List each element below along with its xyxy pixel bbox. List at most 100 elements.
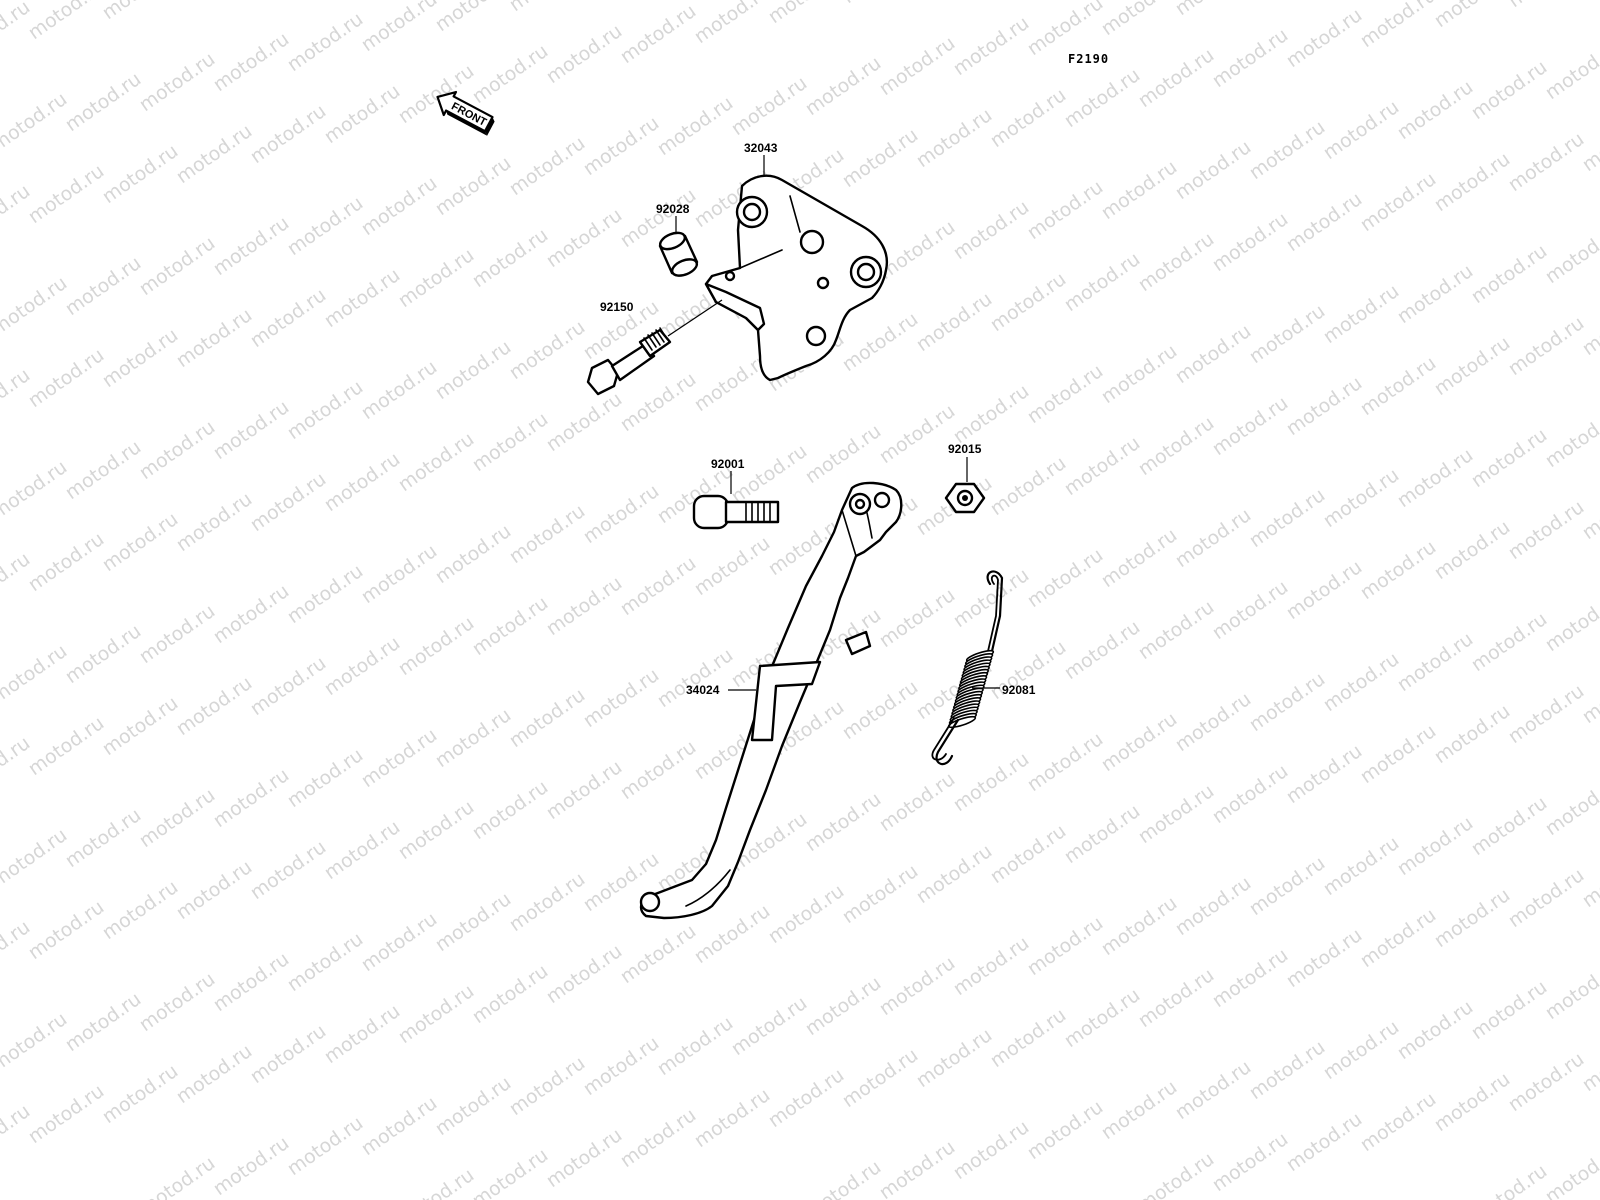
watermark-text: motod.ru (98, 140, 182, 208)
watermark-text: motod.ru (61, 988, 145, 1056)
watermark-text: motod.ru (98, 692, 182, 760)
watermark-text: motod.ru (986, 820, 1070, 888)
watermark-text: motod.ru (1060, 432, 1144, 500)
watermark-text: motod.ru (1208, 576, 1292, 644)
watermark-text: motod.ru (727, 440, 811, 508)
watermark-text: motod.ru (1393, 444, 1477, 512)
watermark-text: motod.ru (875, 400, 959, 468)
watermark-text: motod.ru (1319, 464, 1403, 532)
watermark-text: motod.ru (912, 288, 996, 356)
watermark-text: motod.ru (468, 1144, 552, 1200)
watermark-text: motod.ru (653, 644, 737, 712)
watermark-text: motod.ru (24, 712, 108, 780)
watermark-text: motod.ru (838, 676, 922, 744)
watermark-text: motod.ru (1319, 648, 1403, 716)
watermark-text: motod.ru (468, 592, 552, 660)
watermark-text: motod.ru (394, 428, 478, 496)
watermark-text: motod.ru (986, 1004, 1070, 1072)
watermark-text: motod.ru (283, 560, 367, 628)
watermark-text: motod.ru (209, 1132, 293, 1200)
watermark-text: motod.ru (1319, 280, 1403, 348)
watermark-text: motod.ru (357, 356, 441, 424)
watermark-text: motod.ru (394, 796, 478, 864)
watermark-text: motod.ru (246, 468, 330, 536)
watermark-text: motod.ru (616, 1104, 700, 1172)
watermark-text: motod.ru (431, 520, 515, 588)
watermark-text: motod.ru (801, 52, 885, 120)
watermark-text: motod.ru (431, 152, 515, 220)
watermark-text: motod.ru (1504, 1048, 1588, 1116)
watermark-text: motod.ru (320, 632, 404, 700)
watermark-text: motod.ru (1504, 864, 1588, 932)
watermark-text: motod.ru (1060, 64, 1144, 132)
watermark-text: motod.ru (1393, 260, 1477, 328)
watermark-text: motod.ru (801, 420, 885, 488)
watermark-text: motod.ru (246, 1020, 330, 1088)
watermark-text: motod.ru (1245, 852, 1329, 920)
watermark-text: motod.ru (875, 768, 959, 836)
watermark-text: motod.ru (98, 324, 182, 392)
watermark-text: motod.ru (1430, 1068, 1514, 1136)
watermark-text: motod.ru (875, 584, 959, 652)
watermark-text: motod.ru (320, 264, 404, 332)
watermark-text: motod.ru (468, 408, 552, 476)
watermark-text: motod.ru (0, 824, 71, 892)
watermark-text: motod.ru (1245, 300, 1329, 368)
watermark-text: motod.ru (949, 12, 1033, 80)
watermark-text: motod.ru (0, 272, 71, 340)
watermark-text: motod.ru (1541, 588, 1600, 656)
watermark-text: motod.ru (1319, 832, 1403, 900)
watermark-text: motod.ru (1393, 812, 1477, 880)
watermark-text: motod.ru (1467, 240, 1551, 308)
watermark-text: motod.ru (838, 308, 922, 376)
watermark-text: motod.ru (1430, 332, 1514, 400)
watermark-text: motod.ru (1171, 136, 1255, 204)
watermark-text: motod.ru (1541, 956, 1600, 1024)
watermark-text: motod.ru (283, 8, 367, 76)
watermark-text: motod.ru (616, 552, 700, 620)
watermark-text: motod.ru (542, 756, 626, 824)
watermark-text: motod.ru (542, 1124, 626, 1192)
watermark-text: motod.ru (1134, 228, 1218, 296)
watermark-text: motod.ru (1356, 720, 1440, 788)
bracket-part (704, 174, 889, 382)
watermark-text: motod.ru (1060, 248, 1144, 316)
watermark-text: motod.ru (135, 232, 219, 300)
watermark-text: motod.ru (912, 840, 996, 908)
watermark-text: motod.ru (1282, 372, 1366, 440)
watermark-text: motod.ru (209, 212, 293, 280)
watermark-text: motod.ru (912, 104, 996, 172)
watermark-text: motod.ru (505, 132, 589, 200)
watermark-text: motod.ru (1023, 1096, 1107, 1164)
watermark-text: motod.ru (1245, 668, 1329, 736)
watermark-text: motod.ru (949, 748, 1033, 816)
watermark-text: motod.ru (98, 1060, 182, 1128)
watermark-text: motod.ru (875, 1136, 959, 1200)
label-pivot-bolt: 92001 (711, 457, 745, 471)
watermark-text: motod.ru (1467, 608, 1551, 676)
watermark-text: motod.ru (357, 1092, 441, 1160)
watermark-text: motod.ru (209, 764, 293, 832)
watermark-text: motod.ru (1097, 340, 1181, 408)
watermark-text: motod.ru (875, 216, 959, 284)
label-bracket: 32043 (744, 141, 778, 155)
watermark-text: motod.ru (24, 528, 108, 596)
watermark-text: motod.ru (135, 1152, 219, 1200)
watermark-text: motod.ru (1319, 1016, 1403, 1084)
watermark-text: motod.ru (209, 28, 293, 96)
watermark-text: motod.ru (1134, 44, 1218, 112)
watermark-text: motod.ru (1504, 680, 1588, 748)
watermark-text: motod.ru (24, 160, 108, 228)
watermark-text: motod.ru (986, 84, 1070, 152)
watermark-text: motod.ru (1208, 392, 1292, 460)
label-collar: 92028 (656, 202, 690, 216)
watermark-text: motod.ru (209, 580, 293, 648)
watermark-text: motod.ru (283, 744, 367, 812)
watermark-text: motod.ru (1356, 168, 1440, 236)
watermark-text: motod.ru (1430, 516, 1514, 584)
watermark-text: motod.ru (949, 380, 1033, 448)
watermark-text: motod.ru (912, 1024, 996, 1092)
watermark-text: motod.ru (1097, 1076, 1181, 1144)
watermark-text: motod.ru (1504, 496, 1588, 564)
watermark-text: motod.ru (61, 436, 145, 504)
